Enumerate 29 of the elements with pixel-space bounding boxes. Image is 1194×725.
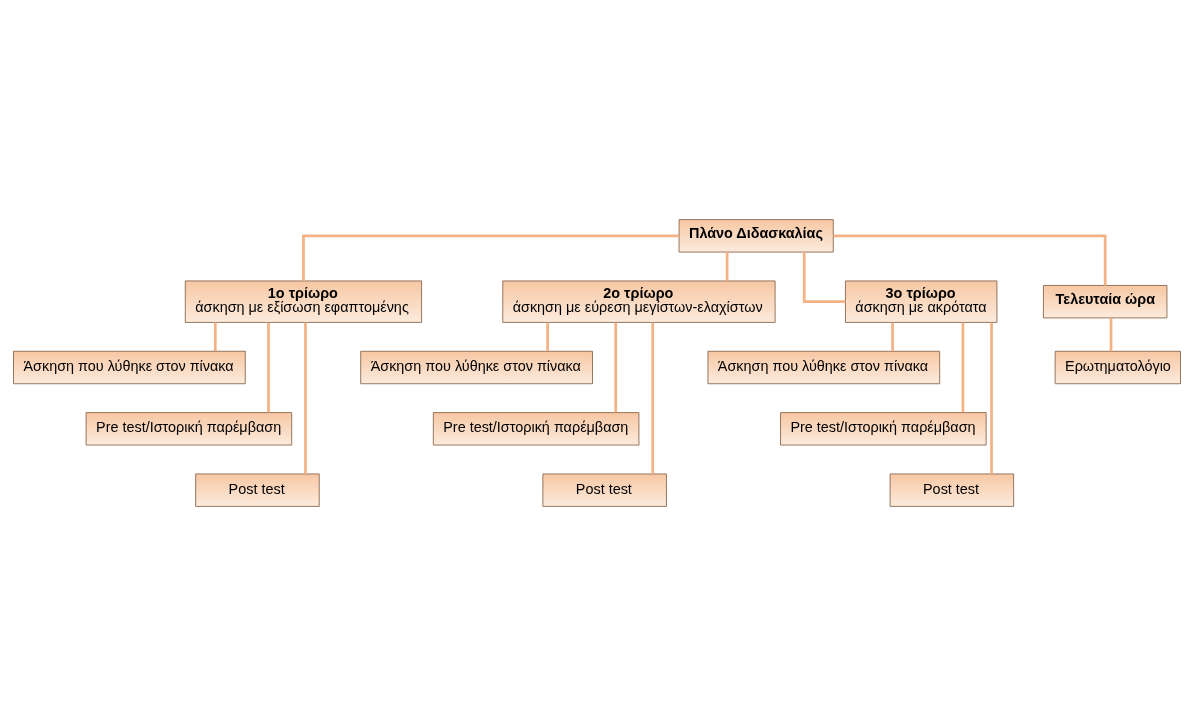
connector — [1109, 317, 1113, 351]
node-box: Άσκηση που λύθηκε στον πίνακα — [707, 350, 941, 384]
connector — [302, 234, 679, 281]
node-box: Pre test/Ιστορική παρέμβαση — [432, 411, 640, 445]
node-box: Post test — [195, 473, 320, 507]
connector — [961, 322, 965, 412]
connector — [990, 322, 993, 474]
node-box: Άσκηση που λύθηκε στον πίνακα — [360, 350, 593, 384]
connector — [833, 234, 1107, 285]
node-box: Pre test/Ιστορική παρέμβαση — [85, 411, 293, 445]
node-box: Άσκηση που λύθηκε στον πίνακα — [13, 350, 246, 384]
node-box: Ερωτηματολόγιο — [1054, 350, 1181, 384]
node-box: Post test — [889, 473, 1015, 507]
connector — [802, 251, 846, 303]
node-box: 2ο τρίωρο άσκηση με εύρεση μεγίστων-ελαχίστων — [502, 280, 776, 323]
node-box: Pre test/Ιστορική παρέμβαση — [780, 411, 987, 445]
connector — [891, 322, 894, 351]
connector — [725, 251, 729, 281]
connector — [651, 322, 655, 474]
connector — [213, 322, 217, 351]
node-box: Post test — [542, 473, 667, 507]
node-box: 3ο τρίωρο άσκηση με ακρότατα — [845, 280, 998, 323]
node-box: 1ο τρίωρο άσκηση με εξίσωση εφαπτομένης — [184, 280, 423, 323]
connector — [304, 322, 307, 474]
node-box: Πλάνο Διδασκαλίας — [678, 218, 834, 252]
connector — [546, 322, 549, 351]
node-box: Τελευταία ώρα — [1042, 284, 1168, 318]
connector — [267, 322, 270, 412]
connector — [614, 322, 618, 412]
